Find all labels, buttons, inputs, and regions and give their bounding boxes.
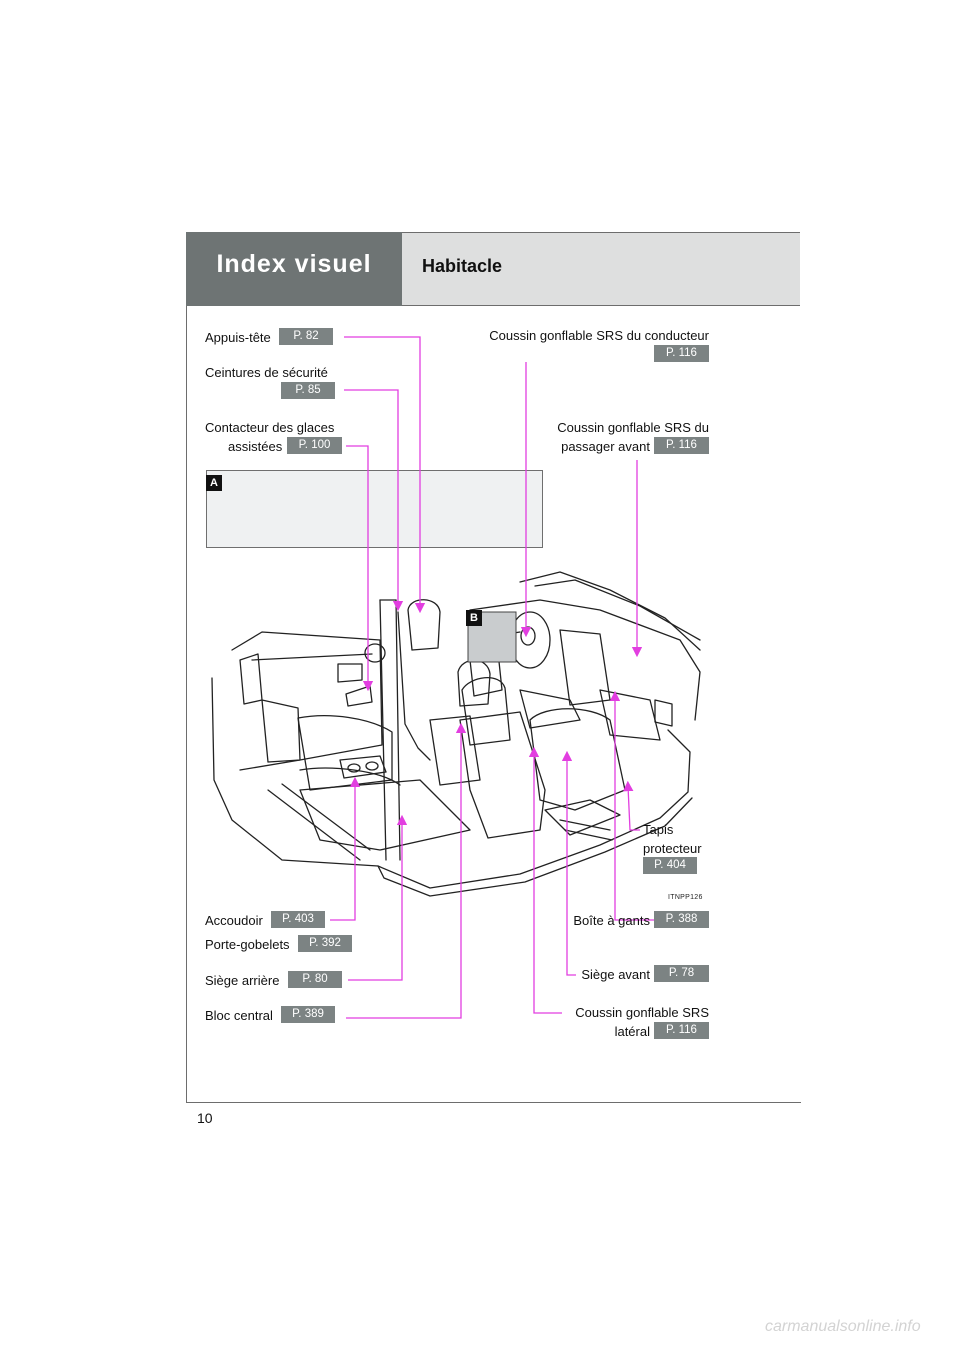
subsection-title: Habitacle — [422, 256, 503, 276]
leader-power-windows — [346, 445, 374, 692]
subsection-header-bar — [402, 232, 800, 306]
page-ref-driver-airbag[interactable]: P. 116 — [654, 345, 709, 362]
label-seatbelts: Ceintures de sécurité — [205, 365, 328, 380]
page-ref-glove-box[interactable]: P. 388 — [654, 911, 709, 928]
page-ref-console-box[interactable]: P. 389 — [281, 1006, 335, 1023]
label-driver-airbag: Coussin gonflable SRS du conducteur — [489, 328, 709, 343]
inset-panel — [206, 470, 543, 548]
leader-console-box — [346, 722, 467, 1019]
leader-glove-box — [609, 690, 654, 921]
label-headrests: Appuis-tête — [205, 330, 271, 345]
section-header-bar — [186, 232, 402, 306]
page-ref-rear-seat[interactable]: P. 80 — [288, 971, 342, 988]
leader-armrest — [330, 776, 361, 921]
page-ref-power-windows[interactable]: P. 100 — [287, 437, 342, 454]
label-front-seat: Siège avant — [581, 967, 650, 982]
page-ref-headrests[interactable]: P. 82 — [279, 328, 333, 345]
page-frame — [186, 232, 801, 1103]
page-ref-passenger-airbag[interactable]: P. 116 — [654, 437, 709, 454]
page-ref-seatbelts[interactable]: P. 85 — [281, 382, 335, 399]
leader-floor-mat — [623, 780, 640, 831]
page-ref-front-seat[interactable]: P. 78 — [654, 965, 709, 982]
label-power-windows-line1: Contacteur des glaces — [205, 420, 335, 435]
section-title: Index visuel — [216, 250, 372, 278]
label-floor-mat-line1: Tapis — [643, 822, 674, 837]
label-passenger-airbag-line2: passager avant — [561, 439, 650, 454]
leader-side-airbag — [528, 746, 562, 1014]
page-ref-cup-holders[interactable]: P. 392 — [298, 935, 352, 952]
leader-rear-seat — [348, 814, 408, 981]
page-ref-side-airbag[interactable]: P. 116 — [654, 1022, 709, 1039]
leader-headrests — [344, 336, 426, 614]
label-side-airbag-line1: Coussin gonflable SRS — [575, 1005, 709, 1020]
label-glove-box: Boîte à gants — [573, 913, 650, 928]
page-number: 10 — [197, 1110, 213, 1126]
tag-a: A — [206, 475, 222, 491]
label-passenger-airbag-line1: Coussin gonflable SRS du — [557, 420, 709, 435]
label-side-airbag-line2: latéral — [614, 1024, 650, 1039]
label-rear-seat: Siège arrière — [205, 973, 280, 988]
page-ref-floor-mat[interactable]: P. 404 — [643, 857, 697, 874]
leader-seatbelts — [344, 389, 404, 612]
label-armrest: Accoudoir — [205, 913, 263, 928]
label-console-box: Bloc central — [205, 1008, 273, 1023]
page-ref-armrest[interactable]: P. 403 — [271, 911, 325, 928]
illustration-code: ITNPP126 — [668, 894, 703, 901]
watermark: carmanualsonline.info — [765, 1318, 921, 1335]
label-power-windows-line2: assistées — [228, 439, 283, 454]
leader-front-seat — [561, 750, 576, 976]
tag-b: B — [466, 610, 482, 626]
label-floor-mat-line2: protecteur — [643, 841, 702, 856]
label-cup-holders: Porte-gobelets — [205, 937, 290, 952]
